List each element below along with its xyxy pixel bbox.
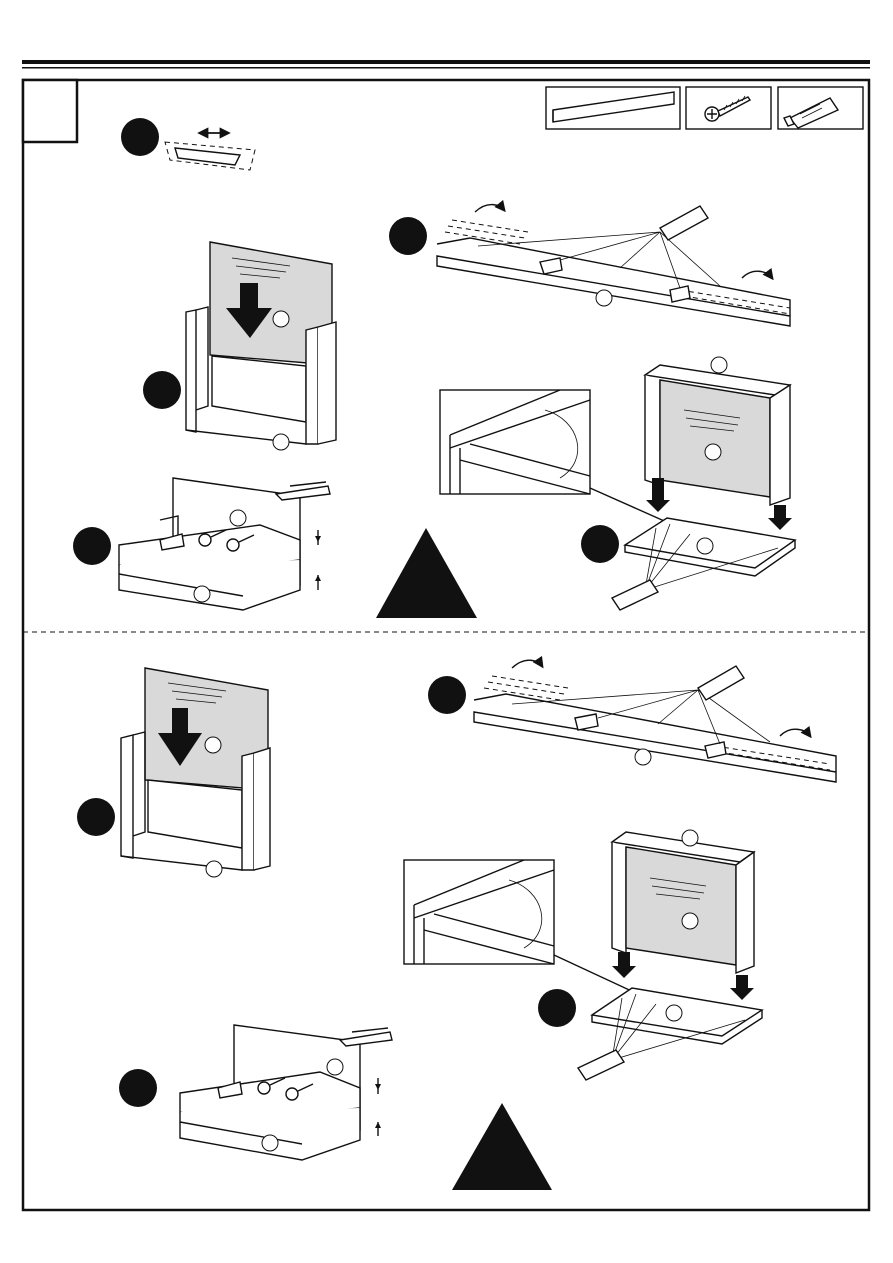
down-arrow-icon xyxy=(730,975,754,1000)
down-arrow-icon xyxy=(646,478,670,512)
rail-glue-assembly-top xyxy=(389,205,790,326)
step-bubble xyxy=(428,676,466,714)
cabinet-on-plinth-bottom xyxy=(578,830,762,1080)
step-bubble xyxy=(77,798,115,836)
part-marker xyxy=(635,749,651,765)
step-bubble xyxy=(143,371,181,409)
drawer-screw-assembly-top xyxy=(119,478,330,610)
adjust-direction-icon xyxy=(165,133,255,170)
step-bubble xyxy=(73,527,111,565)
screw-icon xyxy=(286,1088,298,1100)
glue-tube-icon xyxy=(698,666,744,700)
step-bubble xyxy=(538,989,576,1027)
page-frame xyxy=(23,80,869,1210)
parts-legend xyxy=(546,87,863,129)
drawer-screw-assembly-bottom xyxy=(180,1025,392,1160)
part-marker xyxy=(194,586,210,602)
glue-tube-icon xyxy=(612,580,658,610)
step-bubble xyxy=(119,1069,157,1107)
part-marker xyxy=(273,434,289,450)
screw-part xyxy=(686,87,771,129)
part-marker xyxy=(596,290,612,306)
cabinet-on-plinth-top xyxy=(612,357,795,610)
part-marker xyxy=(666,1005,682,1021)
part-marker xyxy=(697,538,713,554)
warning-triangle-icon xyxy=(376,528,477,618)
screw-icon xyxy=(258,1082,270,1094)
part-marker xyxy=(230,510,246,526)
screw-icon xyxy=(199,534,211,546)
part-marker xyxy=(273,311,289,327)
glue-tube-part xyxy=(778,87,863,129)
part-marker xyxy=(705,444,721,460)
part-marker xyxy=(205,737,221,753)
detail-zoom-bottom xyxy=(404,860,640,995)
part-marker xyxy=(711,357,727,373)
part-marker xyxy=(682,830,698,846)
header-rule xyxy=(22,60,870,69)
down-arrow-icon xyxy=(612,952,636,978)
step-bubble xyxy=(121,118,159,156)
back-panel-insert-bottom xyxy=(121,668,270,877)
step-bubble xyxy=(581,525,619,563)
step-bubble xyxy=(389,217,427,255)
down-arrow-icon xyxy=(768,505,792,530)
detail-zoom-top xyxy=(440,390,680,528)
rail-glue-assembly-bottom xyxy=(428,660,836,782)
glue-tube-icon xyxy=(660,206,708,240)
part-marker xyxy=(262,1135,278,1151)
warning-triangle-icon xyxy=(452,1103,552,1190)
screw-icon xyxy=(227,539,239,551)
part-marker xyxy=(206,861,222,877)
glue-tube-icon xyxy=(578,1050,624,1080)
back-panel-insert-top xyxy=(186,242,336,450)
rail-part xyxy=(546,87,680,129)
part-marker xyxy=(327,1059,343,1075)
step-number-box xyxy=(23,80,77,142)
part-marker xyxy=(682,913,698,929)
